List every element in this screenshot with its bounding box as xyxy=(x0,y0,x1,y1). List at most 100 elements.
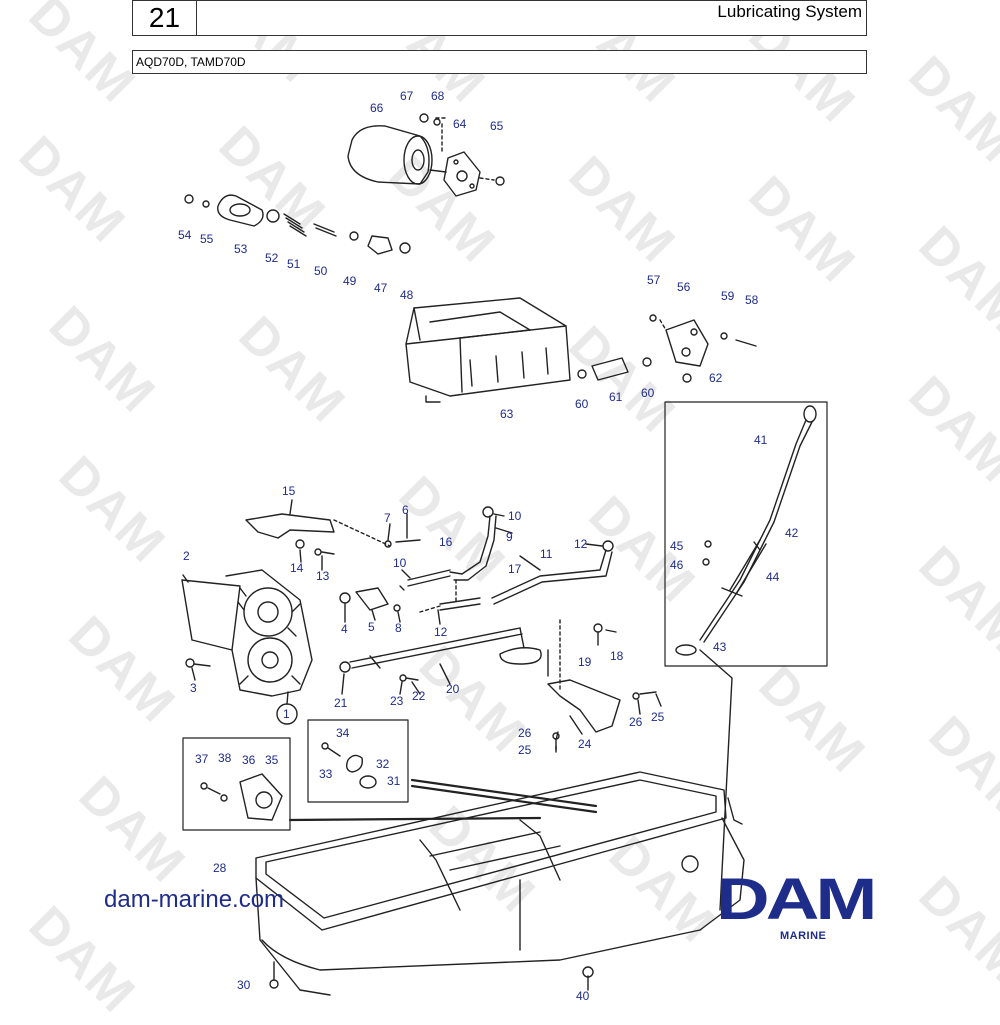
callout-56: 56 xyxy=(677,280,691,294)
detail-box-31-34 xyxy=(307,719,409,803)
oil-sump-part xyxy=(255,771,745,996)
callout-63: 63 xyxy=(500,407,514,421)
callout-32: 32 xyxy=(376,757,390,771)
section-number: 21 xyxy=(133,1,197,35)
plug-30-part xyxy=(269,979,279,989)
callout-54: 54 xyxy=(178,228,192,242)
callout-12a: 12 xyxy=(574,537,588,551)
callout-13: 13 xyxy=(316,569,330,583)
callout-18: 18 xyxy=(610,649,624,663)
callout-28: 28 xyxy=(213,861,227,875)
callout-33: 33 xyxy=(319,767,333,781)
bolt-67-part xyxy=(419,113,429,123)
website-link[interactable]: dam-marine.com xyxy=(104,886,285,913)
callout-57: 57 xyxy=(647,273,661,287)
callout-8: 8 xyxy=(395,621,402,635)
callout-4: 4 xyxy=(341,622,348,636)
callout-25b: 25 xyxy=(651,710,665,724)
callout-15: 15 xyxy=(282,484,296,498)
dipstick-part xyxy=(675,405,817,911)
callout-10a: 10 xyxy=(508,509,522,523)
callout-16: 16 xyxy=(439,535,453,549)
filter-bracket-part xyxy=(435,117,495,197)
callout-11: 11 xyxy=(540,547,553,561)
callout-35: 35 xyxy=(265,753,279,767)
washer-68-part xyxy=(433,118,441,126)
model-designation: AQD70D, TAMD70D xyxy=(132,50,867,74)
callout-36: 36 xyxy=(242,753,256,767)
callout-26b: 26 xyxy=(629,715,643,729)
callout-64: 64 xyxy=(453,117,467,131)
callout-65: 65 xyxy=(490,119,504,133)
callout-42: 42 xyxy=(785,526,799,540)
callout-6: 6 xyxy=(402,503,409,517)
callout-67: 67 xyxy=(400,89,414,103)
callout-51: 51 xyxy=(287,257,301,271)
callout-62: 62 xyxy=(709,371,723,385)
callout-55: 55 xyxy=(200,232,214,246)
callout-14: 14 xyxy=(290,561,304,575)
bolt-3-part xyxy=(185,658,195,668)
callout-37: 37 xyxy=(195,752,209,766)
dam-marine-logo: DAM MARINE xyxy=(716,867,896,944)
section-header: 21 Lubricating System xyxy=(132,0,867,36)
relief-valve-assembly xyxy=(184,194,411,255)
dipstick-detail-box xyxy=(664,401,828,667)
callout-17: 17 xyxy=(508,562,522,576)
callout-53: 53 xyxy=(234,242,248,256)
callout-45: 45 xyxy=(670,539,684,553)
callout-41: 41 xyxy=(754,433,768,447)
detail-box-35-38 xyxy=(182,737,291,831)
callout-23: 23 xyxy=(390,694,404,708)
callout-31: 31 xyxy=(387,774,401,788)
callout-48: 48 xyxy=(400,288,414,302)
callout-34: 34 xyxy=(336,726,350,740)
callout-5: 5 xyxy=(368,620,375,634)
callout-22: 22 xyxy=(412,689,426,703)
callout-60b: 60 xyxy=(641,386,655,400)
callout-1: 1 xyxy=(283,707,290,721)
callout-68: 68 xyxy=(431,89,445,103)
callout-9: 9 xyxy=(506,530,513,544)
callout-20: 20 xyxy=(446,682,460,696)
callout-40: 40 xyxy=(576,989,590,1000)
lubricating-system-diagram: 67 68 66 64 65 54 55 53 52 51 50 49 47 4… xyxy=(178,89,828,1000)
logo-brand-text: DAM xyxy=(716,867,877,932)
callout-43: 43 xyxy=(713,640,727,654)
bracket-24-part xyxy=(547,679,621,733)
oil-pump-part xyxy=(181,569,313,697)
part-callout-labels: 67 68 66 64 65 54 55 53 52 51 50 49 47 4… xyxy=(178,89,799,1000)
nut-65-part xyxy=(495,176,505,186)
bracket-15-part xyxy=(245,513,335,539)
callout-24: 24 xyxy=(578,737,592,751)
callout-66: 66 xyxy=(370,101,384,115)
callout-47: 47 xyxy=(374,281,388,295)
callout-25a: 25 xyxy=(518,743,532,757)
callout-58: 58 xyxy=(745,293,759,307)
connector-35-38-part xyxy=(200,773,283,821)
logo-sub-text: MARINE xyxy=(780,930,827,942)
plug-31-34-part xyxy=(321,742,377,789)
callout-2: 2 xyxy=(183,549,190,563)
oil-cooler-part xyxy=(405,297,571,403)
callout-38: 38 xyxy=(218,751,232,765)
callout-49: 49 xyxy=(343,274,357,288)
callout-30: 30 xyxy=(237,978,251,992)
oil-filter-part xyxy=(347,125,447,185)
callout-19: 19 xyxy=(578,655,592,669)
callout-44: 44 xyxy=(766,570,780,584)
callout-60a: 60 xyxy=(575,397,589,411)
callout-61: 61 xyxy=(609,390,623,404)
callout-10b: 10 xyxy=(393,556,407,570)
callout-3: 3 xyxy=(190,681,197,695)
callout-59: 59 xyxy=(721,289,735,303)
callout-50: 50 xyxy=(314,264,328,278)
callout-46: 46 xyxy=(670,558,684,572)
callout-7: 7 xyxy=(384,511,391,525)
section-title: Lubricating System xyxy=(717,2,862,21)
callout-12b: 12 xyxy=(434,625,448,639)
oil-pipes-part xyxy=(339,506,617,691)
callout-52: 52 xyxy=(265,251,279,265)
callout-26a: 26 xyxy=(518,726,532,740)
callout-21: 21 xyxy=(334,696,348,710)
